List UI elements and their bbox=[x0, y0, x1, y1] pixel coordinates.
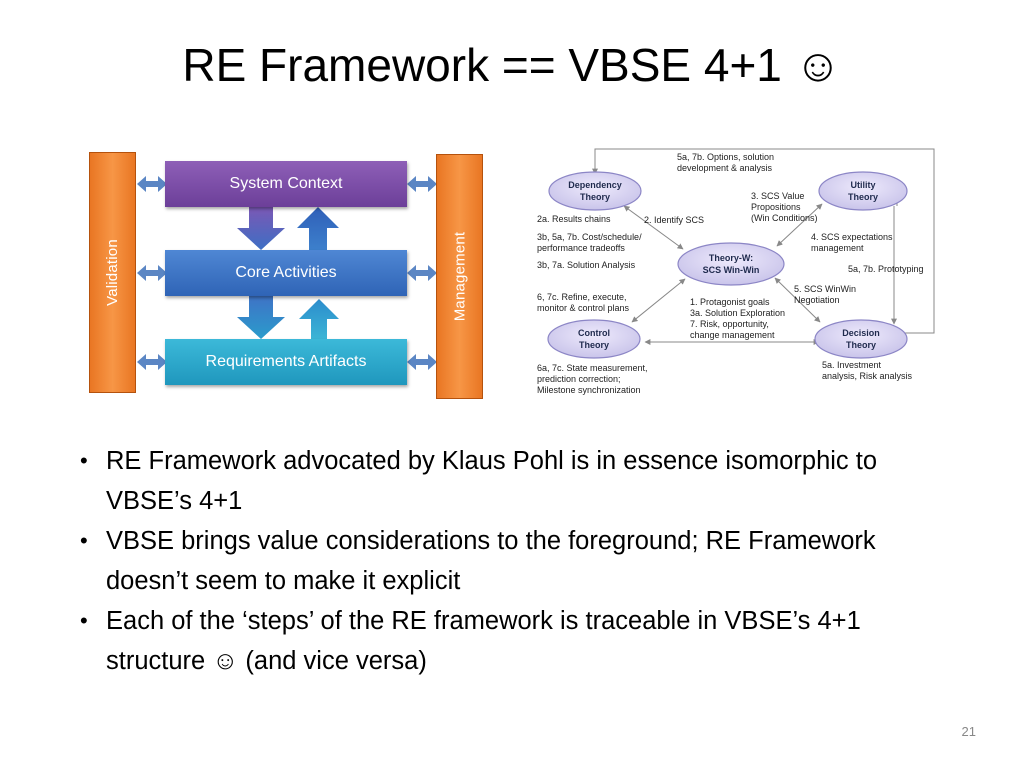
bullet-item: • RE Framework advocated by Klaus Pohl i… bbox=[80, 441, 960, 521]
dependency-node bbox=[548, 171, 642, 211]
requirements-artifacts-box: Requirements Artifacts bbox=[165, 339, 407, 385]
requirements-artifacts-label: Requirements Artifacts bbox=[205, 353, 367, 370]
solution-analysis-label: 3b, 7a. Solution Analysis bbox=[537, 260, 636, 270]
state-measurement-label: 6a, 7c. State measurement, prediction co… bbox=[537, 363, 648, 395]
bullet-dot: • bbox=[80, 608, 88, 633]
bullet-list: • RE Framework advocated by Klaus Pohl i… bbox=[80, 441, 960, 681]
refine-label: 6, 7c. Refine, execute, monitor & contro… bbox=[537, 292, 630, 313]
decision-theory-label: Decision Theory bbox=[842, 328, 880, 350]
bullet-text: Each of the ‘steps’ of the RE framework … bbox=[106, 607, 861, 675]
identify-scs-label: 2. Identify SCS bbox=[644, 215, 705, 225]
bullet-text: RE Framework advocated by Klaus Pohl is … bbox=[106, 447, 878, 515]
management-bar: Management bbox=[436, 154, 483, 399]
winwin-label: 5. SCS WinWin Negotiation bbox=[794, 284, 857, 305]
core-activities-box: Core Activities bbox=[165, 250, 407, 296]
theory-w-node bbox=[677, 242, 785, 286]
re-framework-diagram: Validation Management System Context Cor… bbox=[89, 152, 485, 399]
decision-node bbox=[814, 319, 908, 359]
options-label: 5a, 7b. Options, solution development & … bbox=[677, 152, 775, 173]
control-node bbox=[547, 319, 641, 359]
arrow-up-icon bbox=[297, 207, 339, 250]
framework-arrows bbox=[137, 176, 437, 370]
validation-bar: Validation bbox=[89, 152, 136, 393]
tradeoffs-label: 3b, 5a, 7b. Cost/schedule/ performance t… bbox=[537, 232, 642, 253]
management-label: Management bbox=[451, 231, 468, 322]
system-context-label: System Context bbox=[229, 175, 343, 192]
slide-title: RE Framework == VBSE 4+1 ☺ bbox=[182, 39, 842, 91]
utility-node bbox=[818, 171, 908, 211]
validation-label: Validation bbox=[104, 239, 121, 306]
arrow-up-icon bbox=[299, 299, 339, 341]
prototyping-label: 5a, 7b. Prototyping bbox=[848, 264, 924, 274]
control-theory-label: Control Theory bbox=[578, 328, 610, 350]
vbse-4plus1-diagram: Dependency Theory Utility Theory Theory-… bbox=[532, 146, 944, 402]
page-number: 21 bbox=[961, 724, 976, 739]
investment-label: 5a. Investment analysis, Risk analysis bbox=[822, 360, 913, 381]
dependency-theory-label: Dependency Theory bbox=[568, 180, 622, 202]
arrow-down-icon bbox=[237, 296, 285, 339]
core-activities-label: Core Activities bbox=[235, 264, 337, 281]
bullet-dot: • bbox=[80, 528, 88, 553]
vbse-connections bbox=[547, 148, 935, 359]
value-propositions-label: 3. SCS Value Propositions (Win Condition… bbox=[751, 191, 818, 223]
bullet-dot: • bbox=[80, 448, 88, 473]
bullet-item: • VBSE brings value considerations to th… bbox=[80, 521, 960, 601]
double-arrow-icon bbox=[137, 176, 437, 370]
bullet-item: • Each of the ‘steps’ of the RE framewor… bbox=[80, 601, 960, 681]
results-chains-label: 2a. Results chains bbox=[537, 214, 611, 224]
protagonist-label: 1. Protagonist goals 3a. Solution Explor… bbox=[690, 297, 786, 340]
expectations-label: 4. SCS expectations management bbox=[811, 232, 893, 253]
system-context-box: System Context bbox=[165, 161, 407, 207]
bullet-text: VBSE brings value considerations to the … bbox=[106, 527, 876, 595]
utility-theory-label: Utility Theory bbox=[847, 180, 878, 202]
theory-w-label: Theory-W: SCS Win-Win bbox=[702, 253, 760, 275]
arrow-down-icon bbox=[237, 207, 285, 250]
